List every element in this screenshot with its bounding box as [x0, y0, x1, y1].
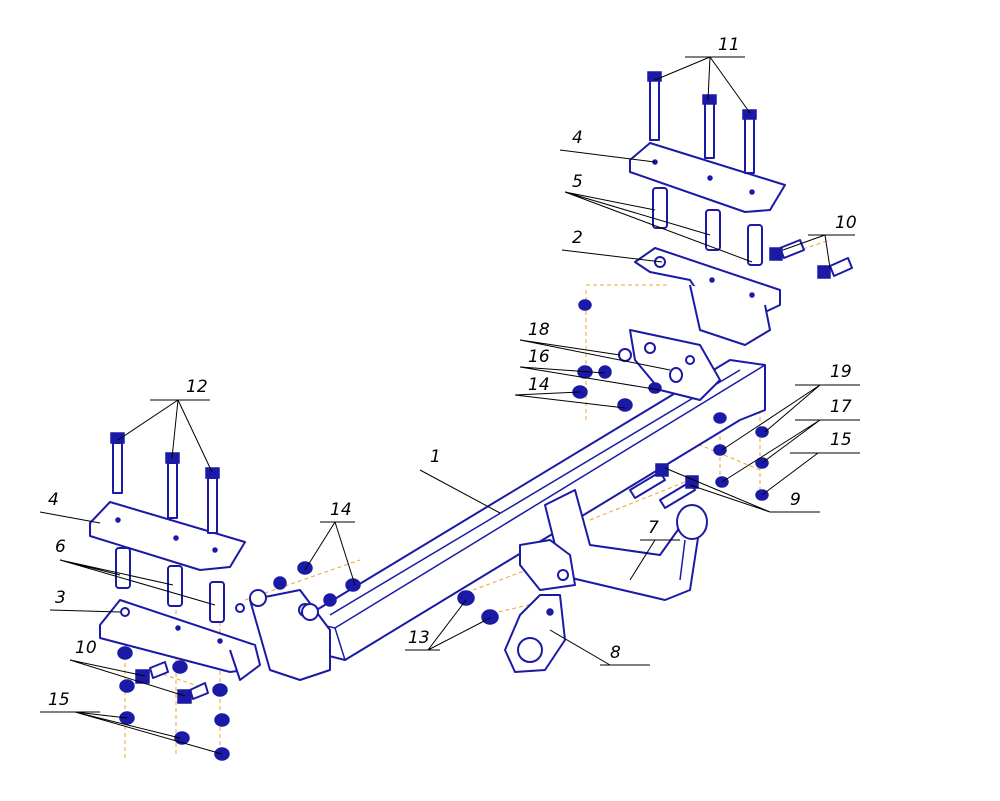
left-plate	[89, 501, 246, 571]
callout-3: 3	[55, 588, 66, 608]
center-bolts	[629, 463, 699, 509]
callout-14-left: 14	[330, 500, 352, 520]
callout-19: 19	[830, 362, 852, 382]
right-side-bolts	[769, 239, 853, 279]
callout-9: 9	[790, 490, 801, 510]
callout-6: 6	[55, 537, 66, 557]
callout-2: 2	[572, 228, 583, 248]
callout-13: 13	[408, 628, 430, 648]
left-nuts	[117, 646, 230, 761]
main-crossbar	[235, 329, 766, 681]
right-bolts	[647, 71, 757, 174]
ball-mount	[519, 489, 708, 601]
center-nuts	[457, 590, 499, 625]
right-plate	[629, 142, 786, 213]
callout-4-right: 4	[572, 128, 583, 148]
callout-15-left: 15	[48, 690, 70, 710]
callout-14-right: 14	[528, 375, 550, 395]
callout-18: 18	[528, 320, 550, 340]
right-bracket	[634, 247, 781, 346]
left-washers-nuts	[249, 561, 361, 621]
callout-8: 8	[610, 643, 621, 663]
callout-16: 16	[528, 347, 550, 367]
left-spacers	[115, 547, 225, 623]
callout-15-right: 15	[830, 430, 852, 450]
left-side-bolts	[135, 661, 209, 704]
callout-10-right: 10	[835, 213, 857, 233]
callout-5: 5	[572, 172, 583, 192]
socket-plate	[504, 594, 566, 673]
callout-labels: 11 4 5 2 10 18 16 14 19 17 15 9 1 12 14 …	[48, 35, 857, 710]
callout-1: 1	[430, 447, 441, 467]
leader-lines	[39, 56, 860, 755]
left-bracket	[99, 599, 261, 681]
callout-17: 17	[830, 397, 852, 417]
callout-10-left: 10	[75, 638, 97, 658]
callout-7: 7	[648, 518, 659, 538]
callout-11: 11	[718, 35, 740, 55]
callout-4-left: 4	[48, 490, 59, 510]
right-spacers	[652, 187, 763, 266]
callout-12: 12	[186, 377, 208, 397]
